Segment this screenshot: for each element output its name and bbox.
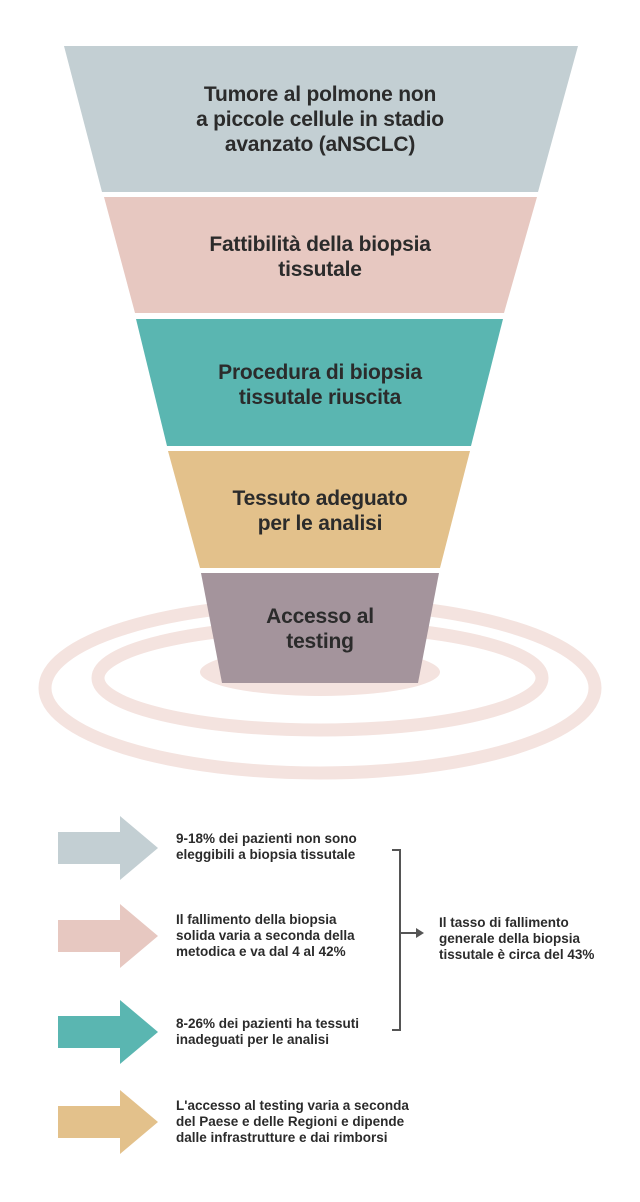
arrowhead-icon <box>416 928 424 938</box>
funnel-stage-4-label: Tessuto adeguato per le analisi <box>232 487 408 535</box>
note-biopsy-failure: Il fallimento della biopsia solida varia… <box>176 912 355 959</box>
funnel-stage-3 <box>136 319 503 446</box>
funnel-stage-1-label: Tumore al polmone non a piccole cellule … <box>196 83 444 156</box>
summary-failure-rate: Il tasso di fallimento generale della bi… <box>439 915 595 962</box>
arrow-right-icon <box>58 816 158 880</box>
bracket-connector <box>392 849 424 1031</box>
note-testing-access: L'accesso al testing varia a seconda del… <box>176 1098 409 1145</box>
arrow-right-icon <box>58 1090 158 1154</box>
funnel-stage-2-label: Fattibilità della biopsia tissutale <box>209 233 431 281</box>
funnel-stage-5 <box>201 573 439 683</box>
funnel-stage-5-label: Accesso al testing <box>266 605 374 653</box>
funnel-stage-2 <box>104 197 537 313</box>
funnel-stage-3-label: Procedura di biopsia tissutale riuscita <box>218 361 422 409</box>
arrow-right-icon <box>58 904 158 968</box>
funnel-diagram <box>38 46 602 780</box>
note-eligibility: 9-18% dei pazienti non sono eleggibili a… <box>176 831 357 862</box>
note-inadequate-tissue: 8-26% dei pazienti ha tessuti inadeguati… <box>176 1016 360 1047</box>
funnel-stage-1 <box>64 46 578 192</box>
funnel-stage-4 <box>168 451 470 568</box>
arrow-right-icon <box>58 1000 158 1064</box>
